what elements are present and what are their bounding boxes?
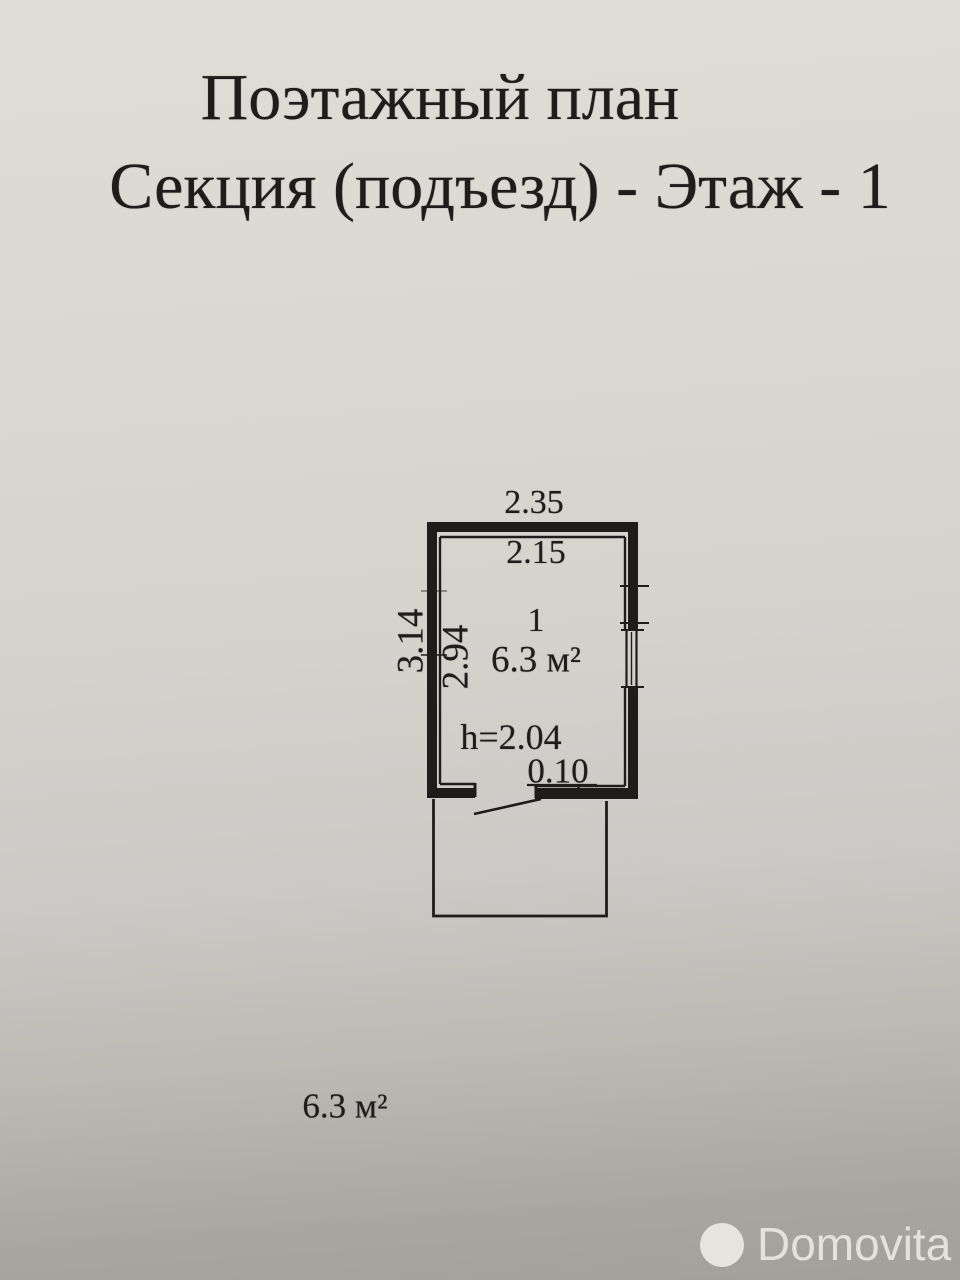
page-title: Поэтажный план <box>200 61 680 134</box>
adjacent-area-outline <box>432 799 608 918</box>
dimension-top-inner: 2.15 <box>506 534 566 571</box>
dimension-left-outer: 3.14 <box>390 608 432 674</box>
room-number: 1 <box>527 602 545 639</box>
dimension-left-inner: 2.94 <box>435 624 477 690</box>
domovita-watermark: Domovita <box>757 1218 952 1271</box>
window-symbol <box>620 585 649 688</box>
room-area-label: 6.3 м² <box>490 639 582 681</box>
opening-width-label: 0.10 <box>527 751 589 791</box>
domovita-logo-circle-icon <box>700 1223 744 1267</box>
left-wall-ticks <box>421 590 447 656</box>
door-swing-line <box>473 797 542 816</box>
ceiling-height-label: h=2.04 <box>460 717 562 757</box>
page-subtitle: Секция (подъезд) - Этаж - 1 <box>109 150 891 223</box>
dimension-top-outer: 2.35 <box>504 484 564 521</box>
total-area-label: 6.3 м² <box>302 1086 388 1126</box>
dimension-leader-0-10 <box>527 783 597 798</box>
thick-walls <box>427 522 638 799</box>
